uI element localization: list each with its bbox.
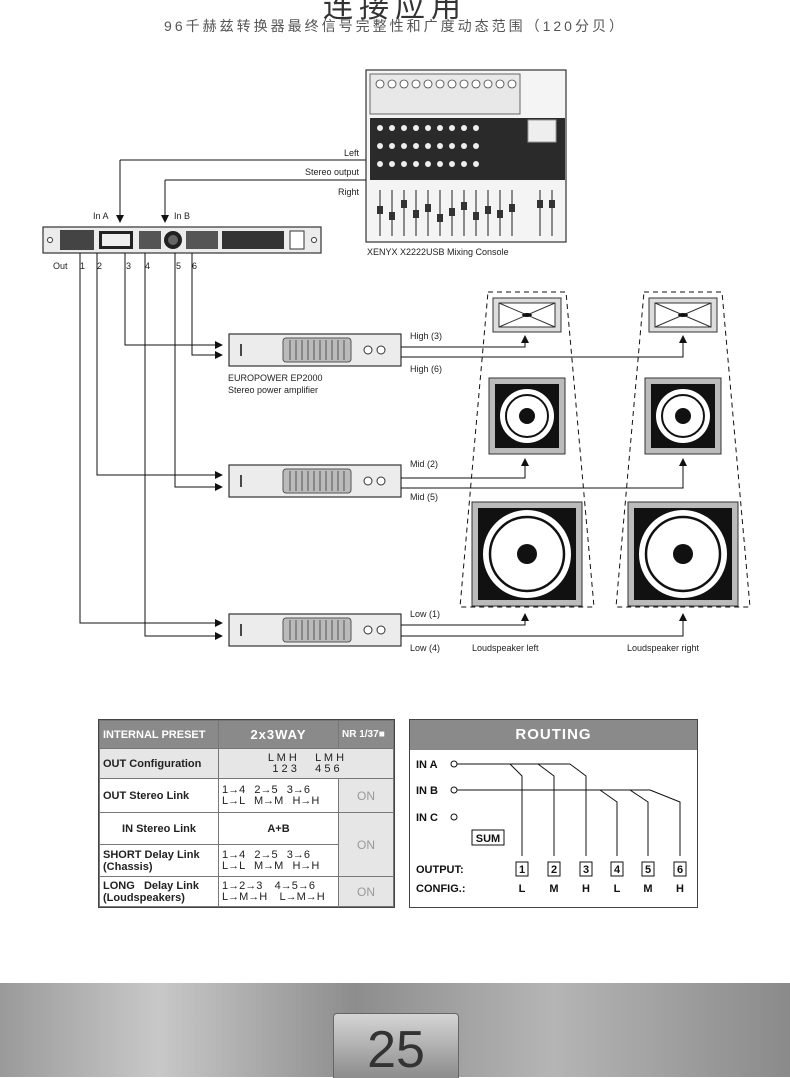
out-config-label: OUT Configuration (99, 748, 219, 779)
out-label: Out (53, 261, 68, 271)
high-3-label: High (3) (410, 331, 442, 341)
mixer-label: XENYX X2222USB Mixing Console (367, 247, 509, 257)
preset-nr: NR 1/37 (342, 729, 379, 740)
amp-desc-label: Stereo power amplifier (228, 385, 318, 395)
low-4-label: Low (4) (410, 643, 440, 653)
out-stereo-state: ON (338, 778, 394, 813)
amplifier-high (228, 333, 402, 367)
amplifier-low (228, 613, 402, 647)
long-delay-bottom: L→M→H L→M→H (222, 890, 325, 903)
signal-stereo-label: Stereo output (305, 167, 360, 177)
page-subtitle: 96千赫兹转换器最终信号完整性和广度动态范围（120分贝） (164, 18, 626, 34)
mid-5-label: Mid (5) (410, 492, 438, 502)
in-a-label: In A (93, 211, 109, 221)
short-delay-label-1: SHORT Delay Link (103, 848, 200, 861)
long-delay-label-1: LONG Delay Link (103, 879, 199, 892)
signal-right-label: Right (338, 187, 360, 197)
connection-diagram: XENYX X2222USB Mixing Console Left Stere… (42, 69, 751, 653)
routing-output-6: 6 (677, 864, 683, 876)
routing-config-label: CONFIG.: (416, 883, 466, 895)
routing-output-1: 1 (519, 864, 525, 876)
lock-icon: ■ (378, 729, 385, 740)
out-number-2: 2 (97, 261, 102, 271)
in-short-state: ON (338, 812, 394, 877)
out-number-4: 4 (145, 261, 150, 271)
preset-table: INTERNAL PRESET 2x3WAY NR 1/37■ OUT Conf… (98, 719, 395, 908)
long-state: ON (338, 876, 394, 907)
internal-preset-label: INTERNAL PRESET (99, 720, 219, 749)
routing-output-5: 5 (645, 864, 651, 876)
in-stereo-value: A+B (218, 812, 339, 845)
out-config-bottom: 1 2 3 4 5 6 (272, 762, 340, 775)
out-stereo-bottom: L→L M→M H→H (222, 794, 320, 807)
out-number-3: 3 (126, 261, 131, 271)
routing-config-2: M (549, 883, 558, 895)
out-config-top: L M H L M H (267, 751, 345, 764)
speaker-right-label: Loudspeaker right (627, 643, 700, 653)
routing-output-label: OUTPUT: (416, 864, 464, 876)
loudspeaker-right (615, 291, 751, 608)
routing-output-4: 4 (614, 864, 621, 876)
loudspeaker-left (459, 291, 595, 608)
routing-output-2: 2 (551, 864, 557, 876)
speaker-left-label: Loudspeaker left (472, 643, 539, 653)
routing-title: ROUTING (410, 720, 697, 750)
routing-output-3: 3 (583, 864, 589, 876)
out-number-5: 5 (176, 261, 181, 271)
routing-config-4: L (614, 883, 621, 895)
short-delay-label-2: (Chassis) (103, 860, 153, 873)
routing-in-c: IN C (416, 812, 438, 824)
page-number: 25 (333, 1013, 459, 1078)
short-delay-top: 1→4 2→5 3→6 (222, 848, 311, 861)
low-1-label: Low (1) (410, 609, 440, 619)
out-number-6: 6 (192, 261, 197, 271)
long-delay-top: 1→2→3 4→5→6 (222, 879, 315, 892)
signal-left-label: Left (344, 148, 360, 158)
in-stereo-label: IN Stereo Link (99, 812, 219, 845)
long-delay-label-2: (Loudspeakers) (103, 891, 185, 904)
amplifier-mid (228, 464, 402, 498)
short-delay-bottom: L→L M→M H→H (222, 859, 320, 872)
amp-model-label: EUROPOWER EP2000 (228, 373, 323, 383)
mid-2-label: Mid (2) (410, 459, 438, 469)
high-6-label: High (6) (410, 364, 442, 374)
routing-config-5: M (643, 883, 652, 895)
routing-in-b: IN B (416, 785, 438, 797)
out-number-1: 1 (80, 261, 85, 271)
out-stereo-top: 1→4 2→5 3→6 (222, 783, 311, 796)
routing-panel: ROUTING IN A IN B IN C SUM OUTPUT: CONFI… (409, 719, 698, 908)
mixer-console (365, 69, 567, 243)
routing-config-1: L (519, 883, 526, 895)
out-stereo-label: OUT Stereo Link (99, 778, 219, 813)
routing-config-3: H (582, 883, 590, 895)
in-b-label: In B (174, 211, 190, 221)
crossover-unit (42, 226, 322, 254)
preset-name: 2x3WAY (218, 720, 339, 749)
routing-in-a: IN A (416, 759, 438, 771)
routing-diagram: IN A IN B IN C SUM OUTPUT: CONFIG.: 1 2 … (416, 759, 687, 895)
routing-sum: SUM (476, 833, 500, 845)
page-title: 连接应用 (323, 0, 467, 24)
routing-config-6: H (676, 883, 684, 895)
